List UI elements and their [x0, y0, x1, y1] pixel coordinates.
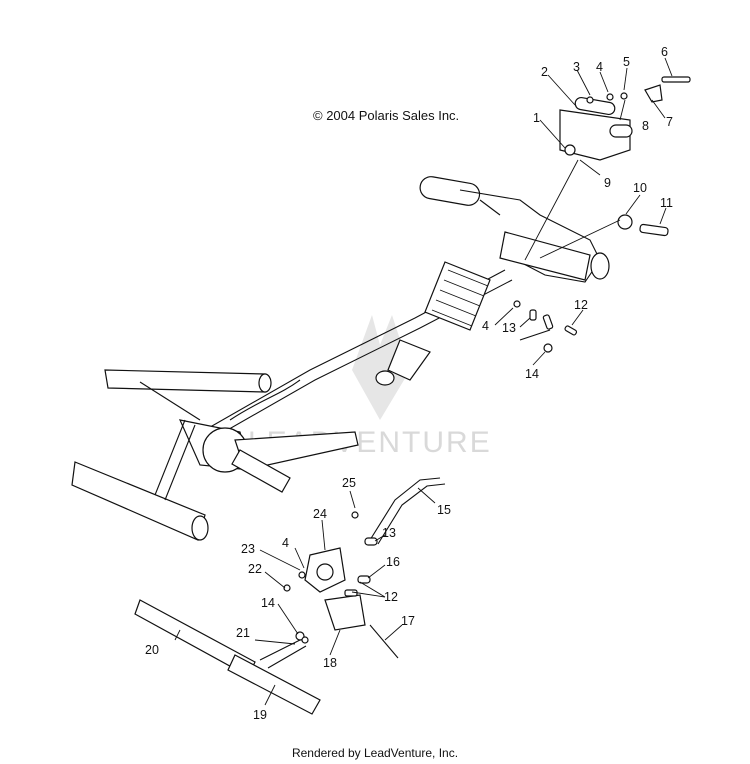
- top-bracket: [559, 76, 691, 161]
- callout-8: 8: [642, 119, 649, 133]
- callout-16: 16: [386, 555, 400, 569]
- callout-3: 3: [573, 60, 580, 74]
- rear-tube: [104, 369, 272, 421]
- front-arm: [71, 419, 359, 541]
- callout-19: 19: [253, 708, 267, 722]
- callout-13: 13: [502, 321, 516, 335]
- callout-7: 7: [666, 115, 673, 129]
- footer-credit: Rendered by LeadVenture, Inc.: [291, 746, 459, 760]
- callout-20: 20: [145, 643, 159, 657]
- hardware-right: [513, 214, 669, 353]
- callout-23: 23: [241, 542, 255, 556]
- callout-1: 1: [533, 111, 540, 125]
- callout-4: 4: [596, 60, 603, 74]
- callout-10: 10: [633, 181, 647, 195]
- callout-9: 9: [604, 176, 611, 190]
- callout-4-b: 4: [482, 319, 489, 333]
- callout-14-b: 14: [261, 596, 275, 610]
- callout-25: 25: [342, 476, 356, 490]
- callout-4-c: 4: [282, 536, 289, 550]
- callout-13-b: 13: [382, 526, 396, 540]
- callout-11: 11: [660, 196, 673, 210]
- shock-spring: [375, 261, 491, 386]
- callout-12: 12: [574, 298, 588, 312]
- callout-22: 22: [248, 562, 262, 576]
- callout-24: 24: [313, 507, 327, 521]
- callouts: 1 2 3 4 5 6 7 8 9 10 11 12 4 13 14 15 25…: [145, 45, 673, 722]
- callout-14: 14: [525, 367, 539, 381]
- callout-18: 18: [323, 656, 337, 670]
- callout-5: 5: [623, 55, 630, 69]
- copyright-notice: © 2004 Polaris Sales Inc.: [313, 108, 460, 123]
- lower-assembly: [134, 477, 446, 715]
- callout-12-b: 12: [384, 590, 398, 604]
- callout-21: 21: [236, 626, 250, 640]
- callout-6: 6: [661, 45, 668, 59]
- callout-17: 17: [401, 614, 415, 628]
- leader-lines: [174, 57, 673, 706]
- callout-2: 2: [541, 65, 548, 79]
- callout-15: 15: [437, 503, 451, 517]
